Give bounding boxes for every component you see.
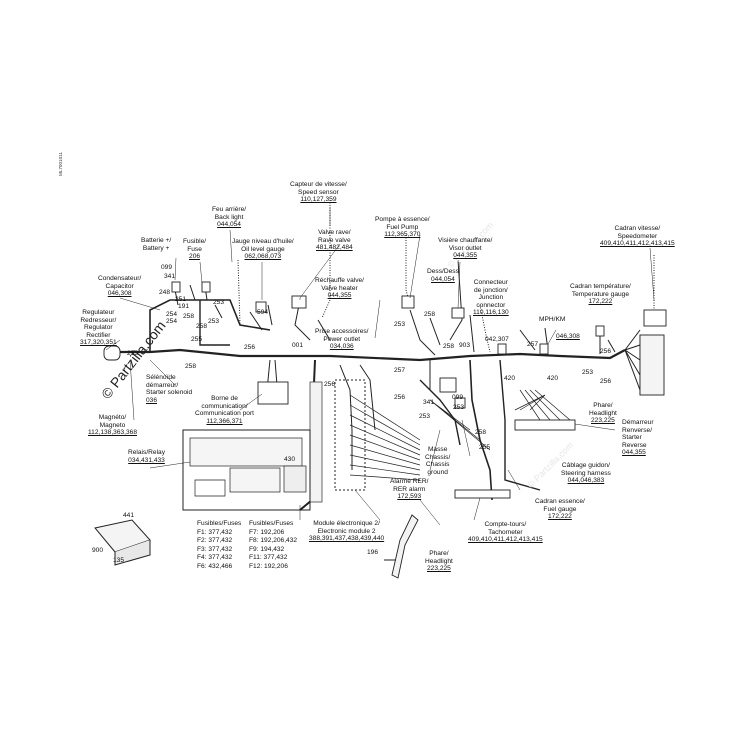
ref-253-d: 253 xyxy=(453,404,465,411)
ref-257-a: 257 xyxy=(394,367,406,374)
ref-099-b: 099 xyxy=(452,394,464,401)
ref-196: 196 xyxy=(367,549,379,556)
ref-256-c: 256 xyxy=(394,394,406,401)
ref-441: 441 xyxy=(123,512,135,519)
document-id: ML7001011 xyxy=(58,152,63,176)
ref-254-a: 254 xyxy=(166,311,178,318)
relay-box xyxy=(182,429,311,511)
ref-903: 903 xyxy=(459,342,471,349)
ref-900: 900 xyxy=(92,547,104,554)
ref-594: 594 xyxy=(257,309,269,316)
ref-420-b: 420 xyxy=(547,375,559,382)
ref-251: 251 xyxy=(175,296,187,303)
ref-253-c: 253 xyxy=(127,350,139,357)
ref-258-e: 258 xyxy=(475,429,487,436)
main-harness xyxy=(118,348,626,362)
ref-256-e: 256 xyxy=(600,348,612,355)
ref-420-a: 420 xyxy=(504,375,516,382)
ref-255-a: 255 xyxy=(191,336,203,343)
label-battery: Batterie +/Battery + xyxy=(141,237,172,252)
ref-254-b: 254 xyxy=(166,318,178,325)
ref-256-d: 256 xyxy=(600,378,612,385)
ref-099-a: 099 xyxy=(161,264,173,271)
ref-253-f: 253 xyxy=(582,369,594,376)
ref-258-d: 258 xyxy=(443,343,455,350)
ref-257-b: 257 xyxy=(527,341,539,348)
ref-253-g: 253 xyxy=(394,321,406,328)
ref-258-b: 258 xyxy=(185,363,197,370)
ref-256-a: 256 xyxy=(244,344,256,351)
ref-255-b: 255 xyxy=(479,444,491,451)
ref-042-307: 042,307 xyxy=(485,336,509,343)
ref-135: 135 xyxy=(113,557,125,564)
ref-258-f: 258 xyxy=(196,323,208,330)
label-mph-km: MPH/KM xyxy=(539,316,566,323)
ecm2-box xyxy=(334,379,366,491)
ref-258-a: 258 xyxy=(183,313,195,320)
steering-harness-part xyxy=(391,514,419,579)
ref-253-a: 253 xyxy=(208,318,220,325)
label-mph-ref: 046,308 xyxy=(556,333,580,340)
ref-248: 248 xyxy=(159,289,171,296)
ref-253-b: 253 xyxy=(213,299,225,306)
ref-191: 191 xyxy=(178,303,190,310)
ref-341-a: 341 xyxy=(164,273,176,280)
ref-253-e: 253 xyxy=(419,413,431,420)
ref-256-b: 256 xyxy=(324,381,336,388)
ref-001: 001 xyxy=(292,342,304,349)
ref-341-b: 341 xyxy=(423,399,435,406)
label-electronic-module-2: Module électronique 2/Electronic module … xyxy=(309,520,385,543)
ref-258-c: 258 xyxy=(424,311,436,318)
ref-430: 430 xyxy=(284,456,296,463)
